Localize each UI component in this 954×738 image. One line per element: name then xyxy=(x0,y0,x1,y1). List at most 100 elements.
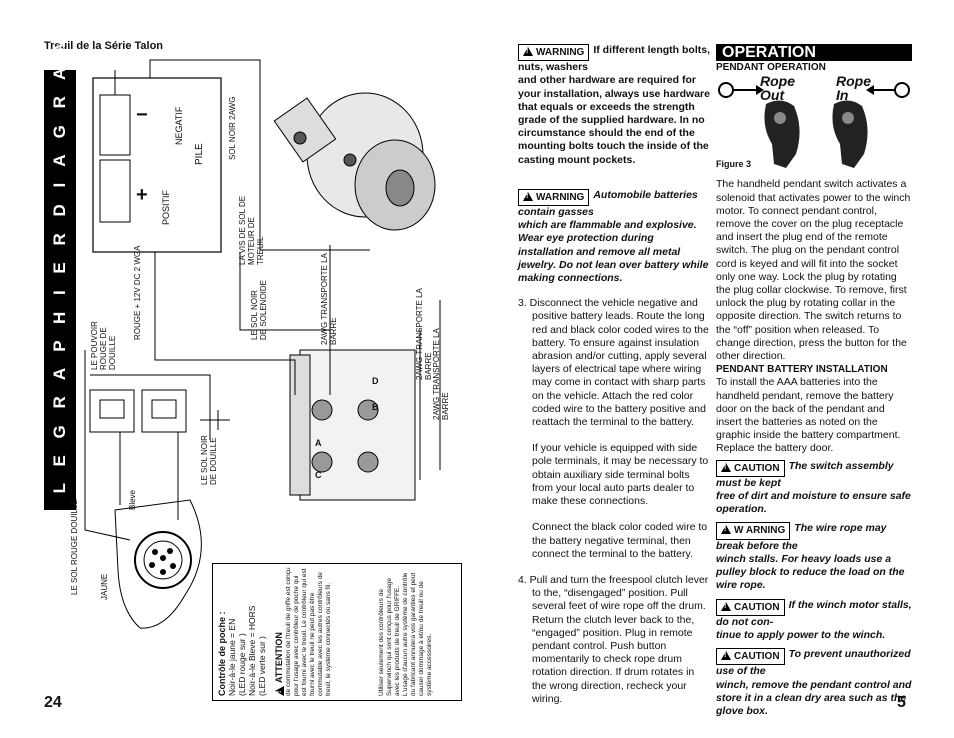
caution-3-lead: To prevent unauthorized use of the xyxy=(716,648,911,678)
caution-triangle-icon xyxy=(721,651,731,661)
warning-triangle-icon xyxy=(523,47,533,56)
pendant-remote-left xyxy=(764,100,800,169)
label-sol-noir-douille: LE SOL NOIR DE DOUILLE xyxy=(200,435,218,485)
rope-in-icon xyxy=(866,82,910,99)
step-3: 3. Disconnect the vehicle negative and p… xyxy=(518,297,709,429)
battery-cell-pos xyxy=(99,159,131,223)
battery-cell-neg xyxy=(99,94,131,156)
caution-badge-1-text: CAUTION xyxy=(734,462,780,474)
pendant-remote-right xyxy=(832,100,868,169)
label-vis-de-sol: LA VIS DE SOL DE MOTEUR DE TREUIL xyxy=(238,195,265,265)
caution-badge-1: CAUTION xyxy=(716,459,785,477)
pendant-socket xyxy=(114,499,202,629)
winch-motor xyxy=(273,92,436,231)
warning-badge-1: WARNING xyxy=(518,44,590,62)
page-number-right: 5 xyxy=(897,694,906,711)
warning-2-lead: Automobile batteries contain gasses xyxy=(518,188,698,219)
warning-3-body: winch stalls. For heavy loads use a pull… xyxy=(716,552,905,592)
attention-text: de commutation de l'treuil de griffe est… xyxy=(285,567,332,696)
terminal-d: D xyxy=(372,376,379,386)
battery-heading: PENDANT BATTERY INSTALLATION xyxy=(716,364,888,376)
caution-badge-2-text: CAUTION xyxy=(734,601,780,613)
warning-badge-3-text: W ARNING xyxy=(734,525,786,537)
caution-2-lead: If the winch motor stalls, do not con- xyxy=(716,598,912,628)
pendant-figure: Rope Out Rope In Figure 3 xyxy=(716,74,912,170)
operation-title: OPERATION xyxy=(716,44,912,62)
warning-triangle-icon xyxy=(523,191,533,201)
battery-minus-sign: − xyxy=(136,104,148,126)
attention-label-text: ATTENTION xyxy=(274,632,284,683)
battery-text: To install the AAA batteries into the ha… xyxy=(716,376,901,455)
use-text: Utiliser seulement des contrôleurs de Su… xyxy=(378,572,433,696)
label-rouge-12v: ROUGE + 12V DC 2 WGA xyxy=(133,245,142,340)
relay-1 xyxy=(89,389,135,433)
pendant-illustration xyxy=(718,82,910,169)
pendant-operation-heading: PENDANT OPERATION xyxy=(716,62,826,74)
page-header: Treuil de la Série Talon xyxy=(44,40,164,52)
caution-triangle-icon xyxy=(721,462,731,472)
pendant-control-block: Contrôle de poche : Noir-à-le jaune = EN… xyxy=(217,566,267,696)
label-pouvoir-rouge: LE POUVOIR ROUGE DE DOUILLE xyxy=(90,321,117,370)
relay-2 xyxy=(141,389,187,433)
rope-out-label: Rope Out xyxy=(760,73,795,104)
warning-badge-2-text: WARNING xyxy=(536,191,585,203)
label-2awg-barre-2: 2AWG TRANSPORTE LA BARRE xyxy=(415,288,433,380)
terminal-a: A xyxy=(315,438,322,448)
step-3b: If your vehicle is equipped with side po… xyxy=(532,442,709,508)
attention-block: ATTENTION de commutation de l'treuil de … xyxy=(274,566,333,696)
control-line-4: (LED verte sur ) xyxy=(257,636,267,696)
warning-triangle-icon xyxy=(721,525,731,535)
step-3c: Connect the black color coded wire to th… xyxy=(532,521,708,560)
warning-badge-1-text: WARNING xyxy=(536,47,585,58)
wiring-diagram xyxy=(84,59,441,629)
diagram-title-banner: T E L E G R A P H I E R D I A G R A M xyxy=(44,31,76,549)
control-title: Contrôle de poche : xyxy=(217,611,227,696)
caution-3-body: winch, remove the pendant control and st… xyxy=(716,678,912,717)
warning-badge-3: W ARNING xyxy=(716,522,791,540)
warning-3-lead: The wire rope may break before the xyxy=(716,522,887,552)
caution-triangle-icon xyxy=(721,601,731,611)
wires xyxy=(84,59,441,541)
caution-2-body: tinue to apply power to the winch. xyxy=(716,628,886,641)
label-sol-noir-2awg: SOL NOIR 2AWG xyxy=(228,96,237,160)
warning-1-lead: If different length bolts, nuts, washers xyxy=(518,44,711,74)
label-sol-noir-solenoide: LE SOL NOIR DE SOLENOIDE xyxy=(250,279,268,340)
attention-box: Contrôle de poche : Noir-à-le jaune = EN… xyxy=(212,563,462,701)
right-column-b: OPERATION PENDANT OPERATION Rope O xyxy=(716,44,912,718)
label-2awg-barre-3: 2AWG TRANSPORTE LA BARRE xyxy=(432,328,450,420)
label-positif: POSITIF xyxy=(161,189,171,225)
attention-triangle-icon xyxy=(275,683,285,696)
label-pile: PILE xyxy=(194,143,205,165)
control-line-3: Noir-à-le Bleve = HORS xyxy=(247,605,257,696)
attention-label: ATTENTION xyxy=(274,566,285,696)
terminal-b: B xyxy=(372,402,379,412)
solenoid-box xyxy=(289,349,416,501)
figure-caption: Figure 3 xyxy=(716,159,752,170)
pendant-text: The handheld pendant switch activates a … xyxy=(716,178,911,363)
control-line-1: Noir-à-le jaune = EN xyxy=(227,618,237,696)
caution-1-body: free of dirt and moisture to ensure safe… xyxy=(716,490,911,516)
caution-badge-3: CAUTION xyxy=(716,648,785,666)
left-page: Treuil de la Série Talon T E L E G R A P… xyxy=(0,0,477,738)
rope-out-icon xyxy=(718,82,764,99)
page-number-left: 24 xyxy=(44,694,62,711)
warning-2-body: which are flammable and explosive. Wear … xyxy=(518,219,709,285)
control-line-2: (LED rouge sur ) xyxy=(237,633,247,696)
warning-badge-2: WARNING xyxy=(518,188,590,207)
battery-plus-sign: + xyxy=(136,184,148,206)
warning-1-body: and other hardware are required for your… xyxy=(518,74,710,166)
label-sol-rouge-douille: LE SOL ROUGE DOUILLE xyxy=(70,499,79,595)
label-jaune: JAUNE xyxy=(100,573,109,600)
terminal-c: C xyxy=(315,470,322,480)
caution-1-lead: The switch assembly must be kept xyxy=(716,459,894,489)
label-negatif: NEGATIF xyxy=(174,106,184,145)
caution-badge-2: CAUTION xyxy=(716,598,785,616)
caution-badge-3-text: CAUTION xyxy=(734,651,780,663)
